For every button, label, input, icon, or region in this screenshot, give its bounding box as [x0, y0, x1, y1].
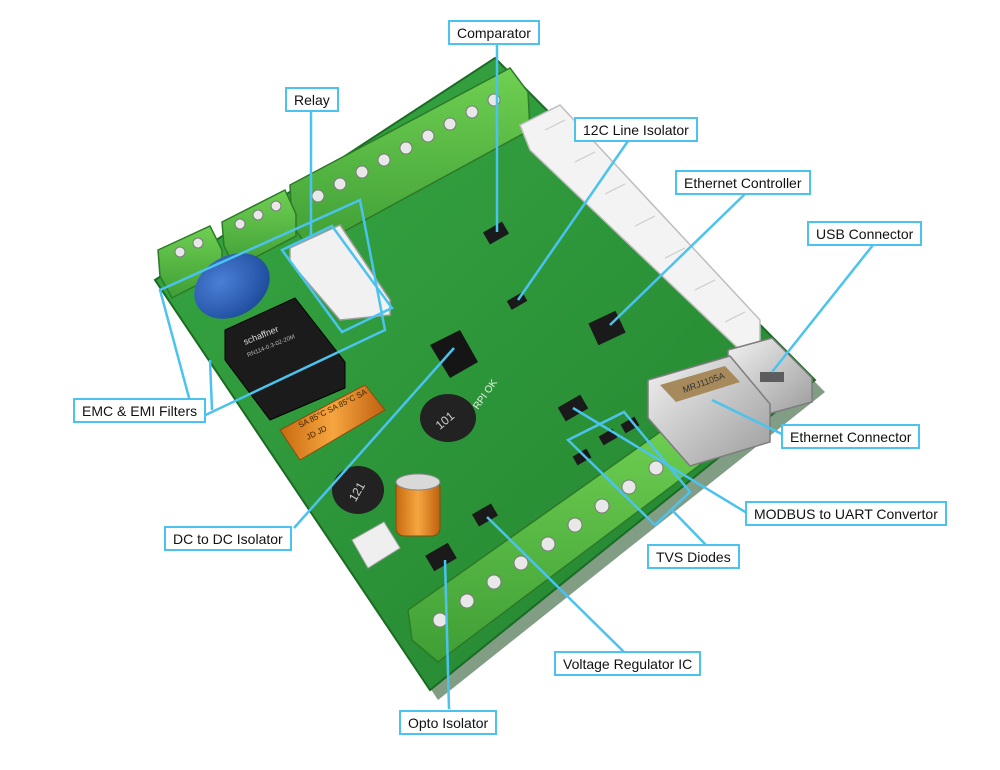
white-2pin-connector: [351, 521, 401, 569]
tvs-highlight-box: [565, 410, 692, 527]
leader-ethernet-controller: [609, 193, 746, 326]
highlight-boxes: [158, 198, 692, 527]
orange-capacitor-vertical: [395, 473, 441, 537]
label-opto-isolator: Opto Isolator: [399, 710, 498, 735]
dc-dc-module: [430, 330, 478, 378]
leader-dc-dc: [293, 347, 455, 529]
label-i2c-isolator: 12C Line Isolator: [574, 117, 698, 142]
label-usb-connector: USB Connector: [807, 221, 923, 246]
leader-emc: [208, 359, 214, 411]
bottom-terminal-block: [407, 417, 701, 663]
label-tvs-diodes: TVS Diodes: [647, 544, 740, 569]
leader-lines: [208, 44, 874, 710]
leader-opto: [443, 559, 451, 710]
leader-tvs: [671, 509, 708, 547]
leader-i2c: [516, 140, 630, 301]
comparator-ic: [482, 221, 510, 245]
leader-usb: [771, 244, 874, 373]
label-ethernet-connector: Ethernet Connector: [781, 424, 921, 449]
relay-highlight-box: [280, 224, 394, 334]
leader-ethernet-connector: [711, 398, 787, 438]
i2c-isolator-ic: [506, 292, 528, 310]
voltage-regulator-ic: [471, 503, 499, 527]
blue-x-capacitor: [194, 253, 270, 319]
emi-filter-part: schaffner RN114-0.3-02-20M: [224, 297, 346, 421]
inductor-121: 121: [332, 466, 384, 514]
leader-voltage-regulator: [486, 516, 626, 654]
label-modbus-uart: MODBUS to UART Convertor: [745, 501, 947, 526]
label-dc-dc-isolator: DC to DC Isolator: [164, 526, 292, 551]
emc-emi-highlight-box: [158, 198, 387, 422]
label-voltage-regulator: Voltage Regulator IC: [554, 651, 702, 676]
label-ethernet-controller: Ethernet Controller: [675, 170, 811, 195]
leader-modbus: [572, 406, 748, 515]
label-relay: Relay: [285, 87, 339, 112]
inductor-101: 101: [420, 394, 476, 442]
ethernet-connector-part: MRJ1105A: [647, 355, 771, 467]
label-comparator: Comparator: [448, 20, 540, 45]
opto-isolator-ic: [425, 542, 457, 572]
label-emc-emi-filters: EMC & EMI Filters: [73, 398, 207, 423]
